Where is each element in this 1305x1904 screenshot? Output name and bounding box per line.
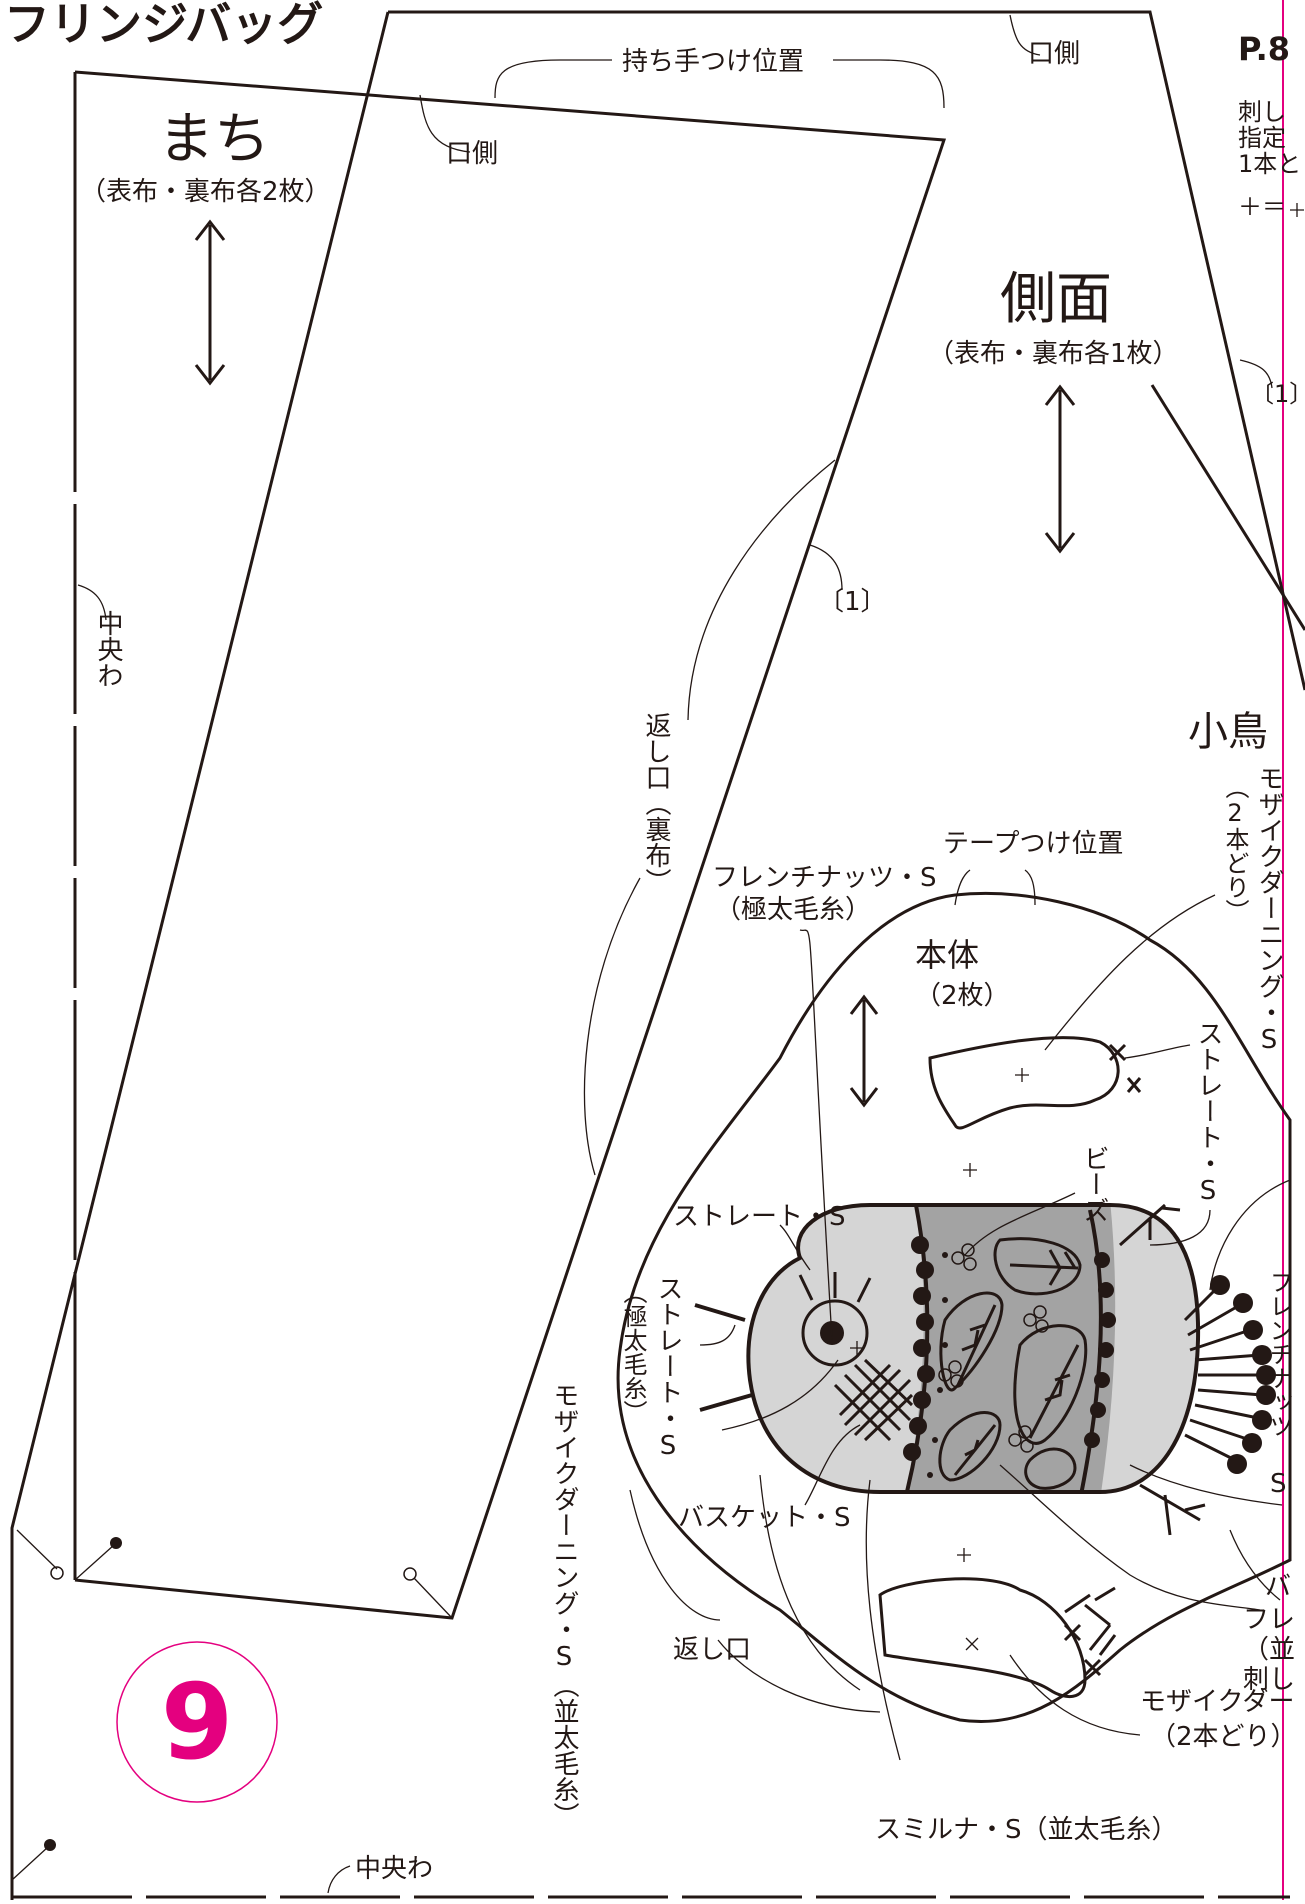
straight-stitch-label: ストレート・S: [673, 1202, 846, 1232]
sokumen-left-outline: [10, 11, 390, 1900]
bird-grain-arrow: [849, 994, 879, 1108]
french-knot-yarn-label: （極太毛糸）: [715, 895, 871, 925]
cross-stitches: [1063, 1043, 1142, 1677]
beads-label: ビーズ: [1079, 1145, 1109, 1223]
machi-title: まち: [158, 107, 270, 172]
bird-torso-outline: [746, 1203, 1201, 1494]
two-strands-vertical-label: （2本どり）: [1221, 775, 1249, 923]
return-opening-leader-bottom: [583, 877, 641, 1176]
mosaic-darning-vertical-label: モザイクダーニング・S: [1254, 765, 1284, 1055]
right-edge-line1: 刺し: [1238, 98, 1286, 126]
sokumen-subtitle: （表布・裏布各1枚）: [928, 339, 1179, 369]
machi-fold-leader: [77, 584, 107, 621]
mosaic-bottom-label: モザイクダー: [1140, 1687, 1294, 1717]
straight-stitch-extra-label: ストレート・S: [653, 1275, 683, 1461]
wing-patch-upper: [928, 1036, 1120, 1130]
machi-grain-arrow: [194, 219, 226, 386]
corner-marks: [11, 1529, 453, 1881]
machi-opening-leader: [419, 94, 471, 153]
machi-subtitle: （表布・裏布各2枚）: [80, 177, 331, 207]
placement-marks: [850, 203, 1304, 1651]
bird-leaders: [629, 894, 1291, 1761]
mosaic-darning-left-label: モザイクダーニング・S（並太毛糸）: [549, 1382, 579, 1828]
sokumen-right-notch: [1150, 384, 1305, 631]
cut-label-s: S: [1270, 1469, 1287, 1499]
bird-torso-fill: [748, 1205, 1199, 1492]
machi-outline: [74, 70, 947, 1620]
mark-1-right-label: 〔1〕: [1250, 380, 1305, 408]
bead-clusters: [938, 1243, 1049, 1453]
straight-stitches-side: [694, 1303, 753, 1412]
right-edge-line4: ＋＝: [1238, 193, 1286, 221]
page-number: 9: [161, 1661, 233, 1783]
right-edge-line2: 指定: [1238, 124, 1286, 152]
sokumen-top-outline: [388, 10, 1305, 691]
tape-position-bracket: [954, 869, 1036, 906]
bird-eye: [798, 1272, 872, 1367]
sokumen-opening-leader: [1009, 14, 1041, 56]
page-ref: P.8: [1238, 30, 1290, 68]
bird-return-opening-label: 返し口: [673, 1635, 751, 1665]
french-knot-label: フレンチナッツ・S: [712, 863, 937, 893]
return-opening-lining-label: 返し口（裏布）: [641, 712, 671, 894]
bird-body-label: 本体: [915, 936, 979, 974]
tail-feather-knots: [1183, 1275, 1276, 1474]
basket-stitch-label: バスケット・S: [678, 1503, 851, 1533]
cut-label-sashi: 刺し: [1243, 1665, 1295, 1695]
french-knot-dots-small: [927, 1252, 948, 1478]
mark-1-leader: [809, 544, 843, 591]
smyrna-label: スミルナ・S（並太毛糸）: [875, 1815, 1178, 1845]
bottom-fold-leader: [327, 1865, 351, 1894]
bird-body-count: （2枚）: [915, 981, 1010, 1011]
cut-label-fre: フレ: [1243, 1605, 1295, 1635]
page-title: フリンジバッグ: [4, 0, 323, 51]
handle-position-bracket: [494, 59, 945, 109]
mark-1-label: 〔1〕: [818, 587, 887, 617]
machi-center-fold-label: 中央わ: [93, 610, 123, 688]
basket-stitch-hatch: [833, 1358, 914, 1442]
sokumen-grain-arrow: [1044, 384, 1076, 554]
tape-position-label: テープつけ位置: [943, 829, 1123, 859]
mosaic-bottom-strands: （2本どり）: [1150, 1722, 1297, 1752]
return-opening-leader-top: [687, 459, 836, 721]
machi-opening-label: 口側: [446, 139, 498, 169]
straight-stitch-right-label: ストレート・S: [1193, 1020, 1223, 1206]
handle-position-label: 持ち手つけ位置: [622, 47, 804, 77]
tail-patch-lower: [878, 1577, 1087, 1699]
leaf-vein-stitches: [953, 1249, 1080, 1476]
right-cut-vertical-label: フレンチナッツ: [1265, 1270, 1293, 1438]
bottom-fold-label: 中央わ: [355, 1854, 433, 1884]
sokumen-opening-label: 口側: [1028, 39, 1080, 69]
french-knot-dots-left: [903, 1236, 1116, 1461]
twig-stitches: [1064, 1203, 1206, 1656]
right-edge-line3: 1本と: [1238, 150, 1301, 178]
cut-label-ba: バ: [1265, 1572, 1291, 1602]
leaf-shapes: [938, 1237, 1088, 1490]
cut-label-nami: （並: [1243, 1635, 1295, 1665]
straight-stitch-extra-yarn: （極太毛糸）: [619, 1280, 647, 1424]
bird-body-outline: [616, 891, 1292, 1723]
page-number-badge: [116, 1641, 278, 1803]
mark-1-right-leader: [1239, 359, 1273, 389]
sokumen-title: 側面: [1000, 267, 1112, 332]
bird-title: 小鳥: [1188, 709, 1268, 755]
